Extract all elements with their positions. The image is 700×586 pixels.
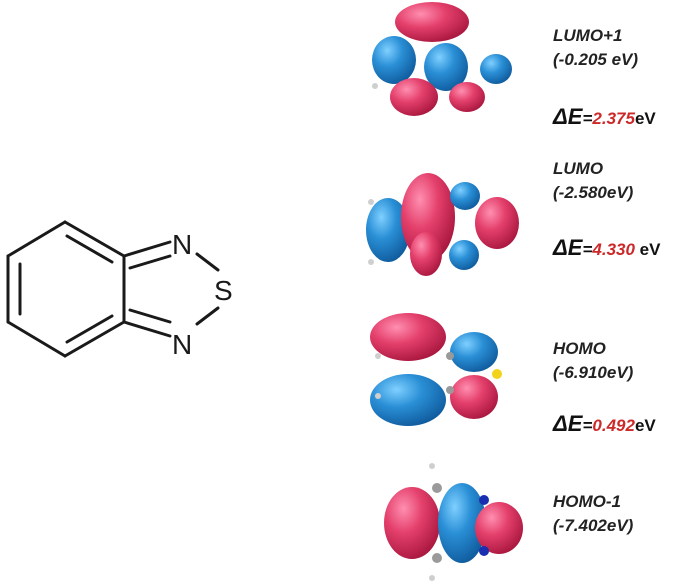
hydrogen-atom: [375, 393, 381, 399]
orbital-lobe-positive: [390, 78, 438, 116]
orbital-energy: (-7.402eV): [553, 516, 634, 535]
orbital-lobe-negative: [424, 43, 468, 91]
energy-gap-1: ΔE=2.375eV: [553, 104, 656, 129]
orbital-lobe-negative: [372, 36, 416, 84]
orbital-energy: (-2.580eV): [553, 183, 634, 202]
carbon-atom: [446, 352, 454, 360]
delta-e-symbol: ΔE: [553, 235, 583, 260]
bond-c-n-double: [128, 254, 172, 270]
hydrogen-atom: [368, 259, 374, 265]
nitrogen-atom: [479, 495, 489, 505]
hydrogen-atom: [429, 463, 435, 469]
benzothiadiazole-structure: [6, 220, 220, 358]
carbon-atom: [446, 386, 454, 394]
orbital-lobe-positive: [450, 375, 498, 419]
hydrogen-atom: [429, 575, 435, 581]
bond-n-s: [195, 306, 220, 326]
delta-e-symbol: ΔE: [553, 104, 583, 129]
orbital-name: LUMO: [553, 159, 604, 178]
bond-double-inner: [65, 314, 114, 344]
bond-c-n: [122, 240, 172, 258]
orbital-name: HOMO: [553, 339, 606, 358]
orbital-lobe-negative: [366, 198, 410, 262]
orbital-energy: (-0.205 eV): [553, 50, 639, 69]
orbital-lobe-positive: [410, 232, 442, 276]
orbital-name: LUMO+1: [553, 26, 623, 45]
delta-e-symbol: ΔE: [553, 411, 583, 436]
orbital-name: HOMO-1: [553, 492, 621, 511]
bond: [6, 220, 67, 258]
orbital-lobe-positive: [475, 197, 519, 249]
atom-n-bottom: N: [172, 329, 192, 360]
orbital-lobe-positive: [384, 487, 440, 559]
orbital-lobe-negative: [480, 54, 512, 84]
hydrogen-atom: [375, 353, 381, 359]
orbital-label-lumo-plus-1: LUMO+1 (-0.205 eV): [553, 24, 638, 72]
bond: [63, 220, 126, 258]
bond-n-s: [195, 252, 220, 272]
orbital-energy: (-6.910eV): [553, 363, 634, 382]
sulfur-atom: [492, 369, 502, 379]
gap-value: 2.375: [592, 109, 635, 128]
bond: [63, 320, 126, 358]
orbital-lobe-negative: [449, 240, 479, 270]
orbital-lobe-negative: [450, 182, 480, 210]
orbital-lobe-negative: [370, 374, 446, 426]
orbital-label-lumo: LUMO (-2.580eV): [553, 157, 633, 205]
bond-c-n: [122, 320, 172, 338]
orbital-lobe-positive: [475, 502, 523, 554]
gap-value: 4.330: [592, 240, 635, 259]
orbital-lobe-positive: [370, 313, 446, 361]
orbital-lumo-isosurface: [366, 173, 519, 276]
orbital-homo-isosurface: [370, 313, 502, 426]
orbital-lobe-negative: [450, 332, 498, 372]
energy-gap-2: ΔE=4.330 eV: [553, 235, 661, 260]
energy-gap-3: ΔE=0.492eV: [553, 411, 656, 436]
gap-value: 0.492: [592, 416, 635, 435]
nitrogen-atom: [479, 546, 489, 556]
orbital-lobe-negative: [438, 483, 486, 563]
bond-c-n-double: [128, 308, 172, 324]
orbital-lobe-positive: [395, 2, 469, 42]
hydrogen-atom: [372, 83, 378, 89]
atom-n-top: N: [172, 229, 192, 260]
orbital-lobe-positive: [449, 82, 485, 112]
orbital-label-homo-minus-1: HOMO-1 (-7.402eV): [553, 490, 633, 538]
carbon-atom: [432, 553, 442, 563]
carbon-atom: [432, 483, 442, 493]
atom-sulfur: S: [214, 275, 233, 306]
hydrogen-atom: [368, 199, 374, 205]
bond: [6, 320, 67, 358]
bond-double-inner: [65, 234, 114, 264]
orbital-homo-minus-1-isosurface: [384, 463, 523, 581]
orbital-lumo-plus-1-isosurface: [372, 2, 512, 116]
orbital-label-homo: HOMO (-6.910eV): [553, 337, 633, 385]
